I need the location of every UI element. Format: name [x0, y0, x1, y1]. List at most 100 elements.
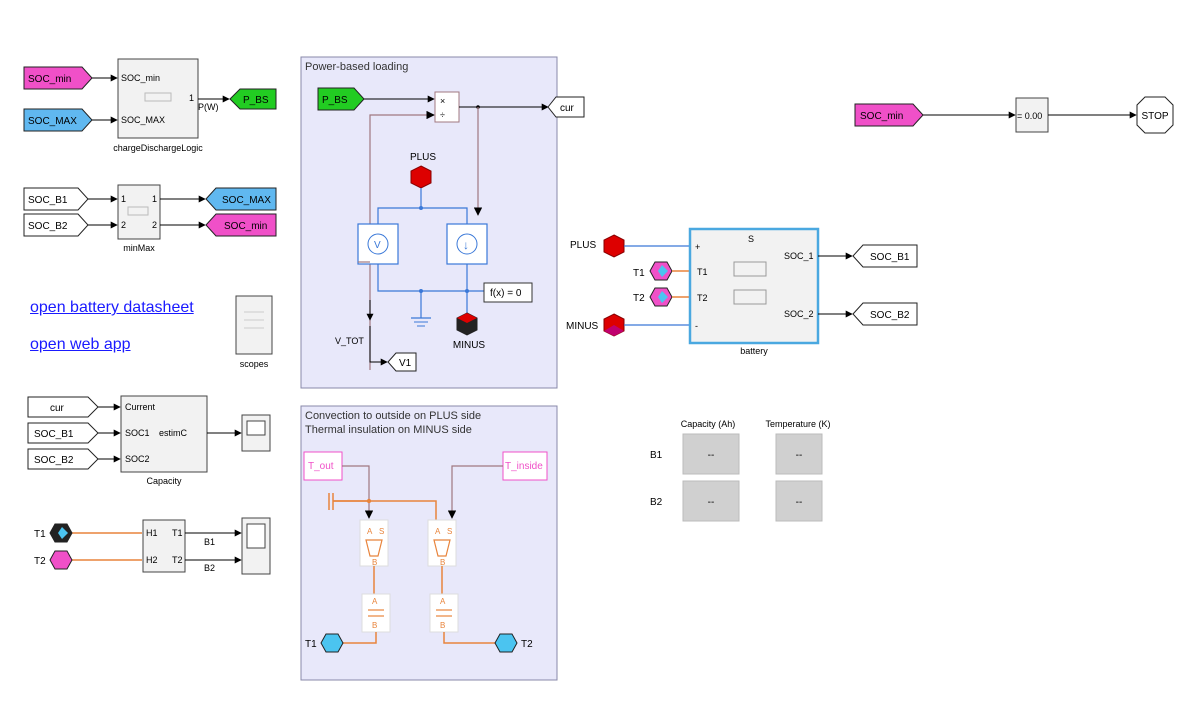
battery-out-soc1: SOC_1 — [784, 251, 814, 261]
temperature-scope[interactable] — [241, 517, 271, 575]
thermal-t2-port[interactable] — [494, 633, 518, 653]
display-row-b1: B1 — [650, 450, 663, 461]
soc-max-label: SOC_MAX — [28, 116, 77, 127]
product-divide-block[interactable]: × ÷ — [434, 91, 460, 123]
thermal-resistance-1[interactable]: A B — [361, 593, 391, 633]
soc-b1-goto-tag[interactable]: SOC_B1 — [852, 244, 918, 268]
v1-goto-label: V1 — [399, 358, 412, 369]
temp-b2-label: B2 — [204, 563, 215, 573]
display-b1-capacity-value: -- — [708, 450, 715, 461]
minmax-in1: 1 — [121, 194, 126, 204]
soc-b1-from-label-2: SOC_B1 — [34, 429, 74, 440]
soc-b2-from-tag[interactable]: SOC_B2 — [23, 213, 89, 237]
temp-sensor-t2: T2 — [172, 555, 183, 565]
battery-out-soc2: SOC_2 — [784, 309, 814, 319]
solver-label: f(x) = 0 — [490, 288, 522, 299]
compare-to-constant-block[interactable]: = 0.00 — [1015, 97, 1049, 133]
p-bs-from-tag[interactable]: P_BS — [317, 87, 365, 111]
minmax-out1: 1 — [152, 194, 157, 204]
soc-b2-goto-tag[interactable]: SOC_B2 — [852, 302, 918, 326]
convection-block-1[interactable]: A S B — [359, 519, 389, 567]
compare-value: = 0.00 — [1017, 111, 1042, 121]
v1-goto-tag[interactable]: V1 — [387, 352, 417, 372]
battery-plus-port[interactable] — [603, 234, 625, 258]
t-inside-label: T_inside — [505, 461, 543, 472]
voltage-sensor-block[interactable]: V — [357, 223, 399, 265]
capacity-block[interactable]: Current SOC1 SOC2 estimC — [120, 395, 208, 473]
battery-top-label: S — [748, 234, 754, 244]
minmax-block[interactable]: 1 2 1 2 — [117, 184, 161, 240]
thermal-resistance-2[interactable]: A B — [429, 593, 459, 633]
temperature-sensor-block[interactable]: H1 H2 T1 T2 — [142, 519, 186, 573]
t-out-from-tag[interactable]: T_out — [303, 451, 343, 481]
scopes-name: scopes — [240, 359, 269, 369]
soc-min-from-tag-stop[interactable]: SOC_min — [854, 103, 924, 127]
current-source-block[interactable]: ↓ — [446, 223, 488, 265]
plus-conserving-port[interactable] — [410, 165, 432, 189]
charge-discharge-logic-block[interactable]: SOC_min SOC_MAX 1 P(W) — [117, 58, 219, 139]
minmax-in2: 2 — [121, 220, 126, 230]
p-bs-from-label: P_BS — [322, 95, 348, 106]
battery-in-minus: - — [695, 321, 698, 331]
soc-b1-from-tag-2[interactable]: SOC_B1 — [27, 422, 99, 444]
t2-port-label: T2 — [34, 556, 46, 567]
capacity-in-soc1: SOC1 — [125, 428, 150, 438]
soc-b1-from-tag[interactable]: SOC_B1 — [23, 187, 89, 211]
soc-min-goto-tag-2[interactable]: SOC_min — [205, 213, 277, 237]
p-bs-label: P_BS — [243, 95, 269, 106]
cur-from-tag[interactable]: cur — [27, 396, 99, 418]
conv2-port-a: A — [435, 527, 441, 536]
t2-connection-port[interactable] — [49, 550, 73, 570]
capacity-center: estimC — [159, 428, 188, 438]
temp-sensor-h2: H2 — [146, 555, 158, 565]
t-inside-from-tag[interactable]: T_inside — [502, 451, 548, 481]
thermal-t1-port[interactable] — [320, 633, 344, 653]
soc-b2-goto-label: SOC_B2 — [870, 310, 910, 321]
current-source-symbol: ↓ — [463, 238, 469, 252]
soc-b2-from-label-2: SOC_B2 — [34, 455, 74, 466]
open-datasheet-link[interactable]: open battery datasheet — [30, 299, 194, 316]
battery-in-t1: T1 — [697, 267, 708, 277]
cur-goto-tag[interactable]: cur — [547, 96, 585, 118]
thermal-panel-title-2: Thermal insulation on MINUS side — [305, 424, 472, 436]
scopes-block[interactable] — [235, 295, 273, 355]
soc-b2-from-tag-2[interactable]: SOC_B2 — [27, 448, 99, 470]
voltmeter-symbol: V — [374, 240, 381, 251]
battery-block[interactable]: S + T1 T2 - SOC_1 SOC_2 — [688, 227, 820, 345]
solver-configuration-block[interactable]: f(x) = 0 — [483, 282, 533, 303]
conv2-port-b: B — [440, 558, 445, 567]
res1-port-a: A — [372, 597, 378, 606]
p-bs-goto-tag[interactable]: P_BS — [229, 88, 277, 110]
capacity-in-current: Current — [125, 402, 156, 412]
display-b1-temperature-value: -- — [796, 450, 803, 461]
temp-sensor-t1: T1 — [172, 528, 183, 538]
stop-label: STOP — [1141, 111, 1168, 122]
charge-logic-in-min: SOC_min — [121, 73, 160, 83]
battery-t1-label: T1 — [633, 268, 645, 279]
product-divide-sign: ÷ — [440, 110, 445, 120]
plus-port-label: PLUS — [410, 152, 436, 163]
capacity-in-soc2: SOC2 — [125, 454, 150, 464]
minmax-out2: 2 — [152, 220, 157, 230]
soc-max-goto-tag[interactable]: SOC_MAX — [23, 108, 93, 132]
display-b2-temperature: -- — [775, 480, 823, 522]
temp-sensor-h1: H1 — [146, 528, 158, 538]
soc-max-goto-tag-2[interactable]: SOC_MAX — [205, 187, 277, 211]
battery-name: battery — [740, 346, 768, 356]
battery-t2-label: T2 — [633, 293, 645, 304]
charge-logic-out-num: 1 — [189, 93, 194, 103]
soc-min-goto-tag[interactable]: SOC_min — [23, 66, 93, 90]
temp-b1-label: B1 — [204, 537, 215, 547]
display-b1-temperature: -- — [775, 433, 823, 475]
t1-port-label: T1 — [34, 529, 46, 540]
convection-block-2[interactable]: A S B — [427, 519, 457, 567]
stop-simulation-block[interactable]: STOP — [1136, 96, 1174, 134]
thermal-t1-label: T1 — [305, 639, 317, 650]
soc-b2-from-label: SOC_B2 — [28, 221, 68, 232]
battery-in-t2: T2 — [697, 293, 708, 303]
capacity-scope[interactable] — [241, 414, 271, 452]
display-col-temperature: Temperature (K) — [765, 419, 830, 429]
open-web-app-link[interactable]: open web app — [30, 336, 131, 353]
res2-port-b: B — [440, 621, 445, 630]
